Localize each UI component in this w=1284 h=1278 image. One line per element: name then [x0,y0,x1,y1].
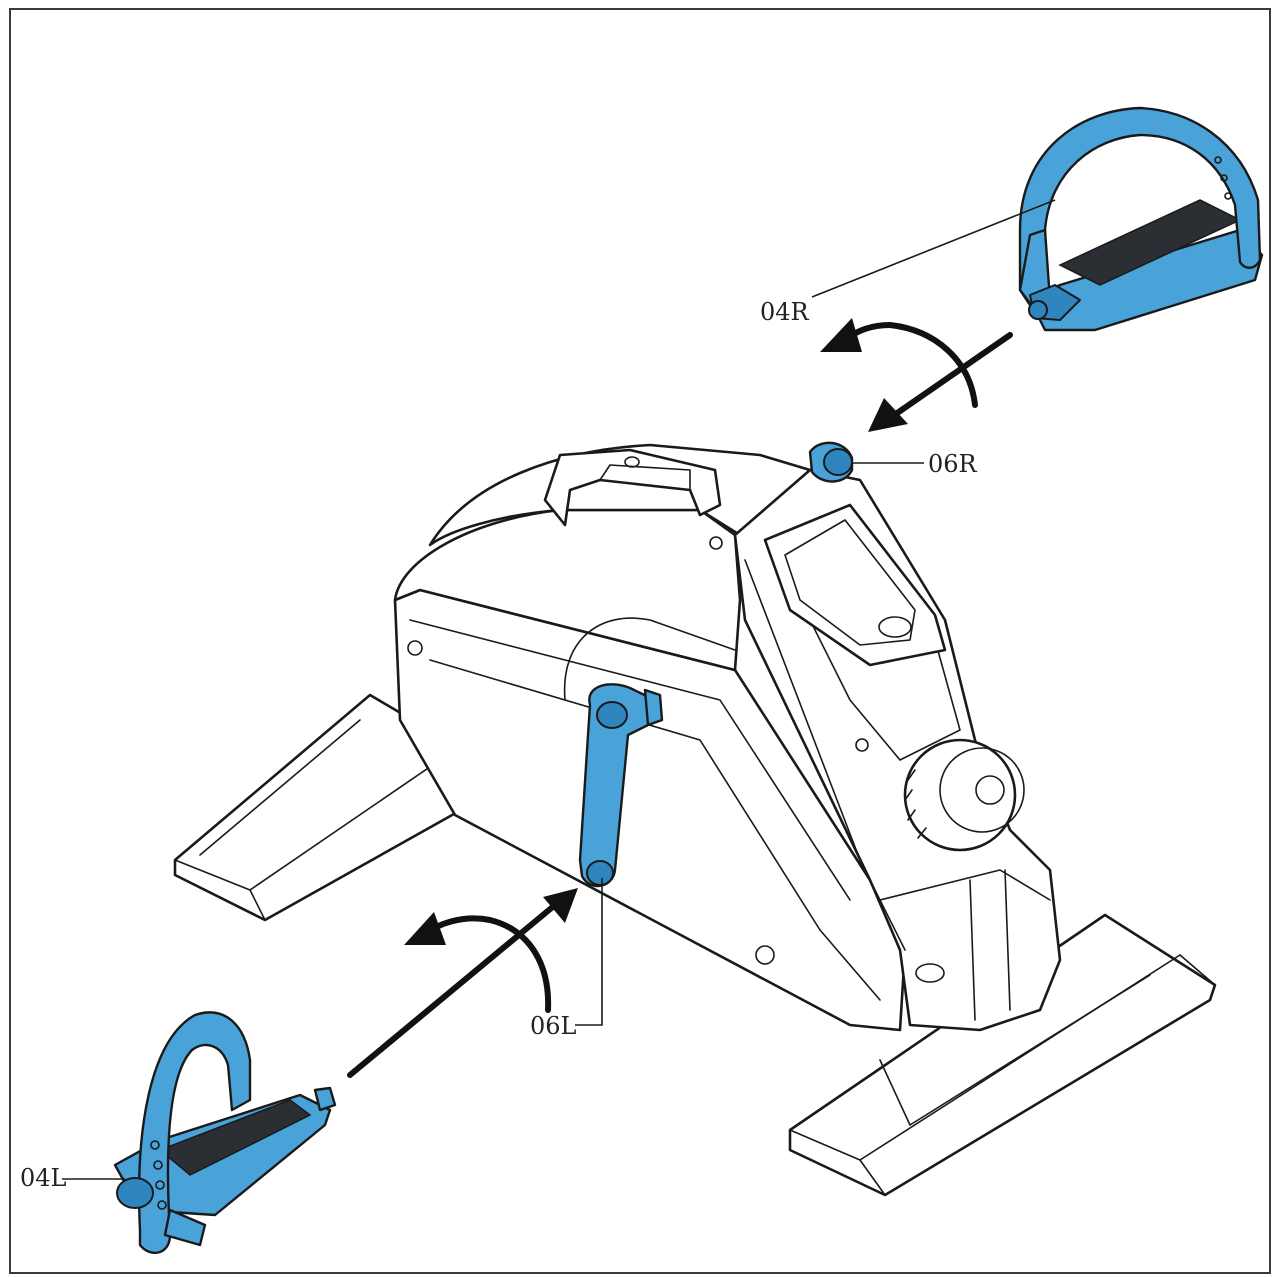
right-base-foot [788,913,1217,1197]
label-04r: 04R [760,298,809,326]
left-pedal [113,1011,337,1255]
leader-06l [575,878,603,1026]
label-06r: 06R [928,450,977,478]
main-housing [393,443,1062,1032]
label-06l: 06L [530,1012,577,1040]
left-rotate-arrow [404,912,552,1013]
leader-04r [811,199,1056,298]
display-console [763,503,947,667]
label-04l: 04L [20,1164,67,1192]
right-pedal [1018,106,1264,332]
resistance-knob [903,738,1025,852]
left-crank-arm [578,683,664,888]
right-insert-arrow [868,332,1013,432]
right-rotate-arrow [820,318,978,408]
right-crank-cap [808,441,854,483]
